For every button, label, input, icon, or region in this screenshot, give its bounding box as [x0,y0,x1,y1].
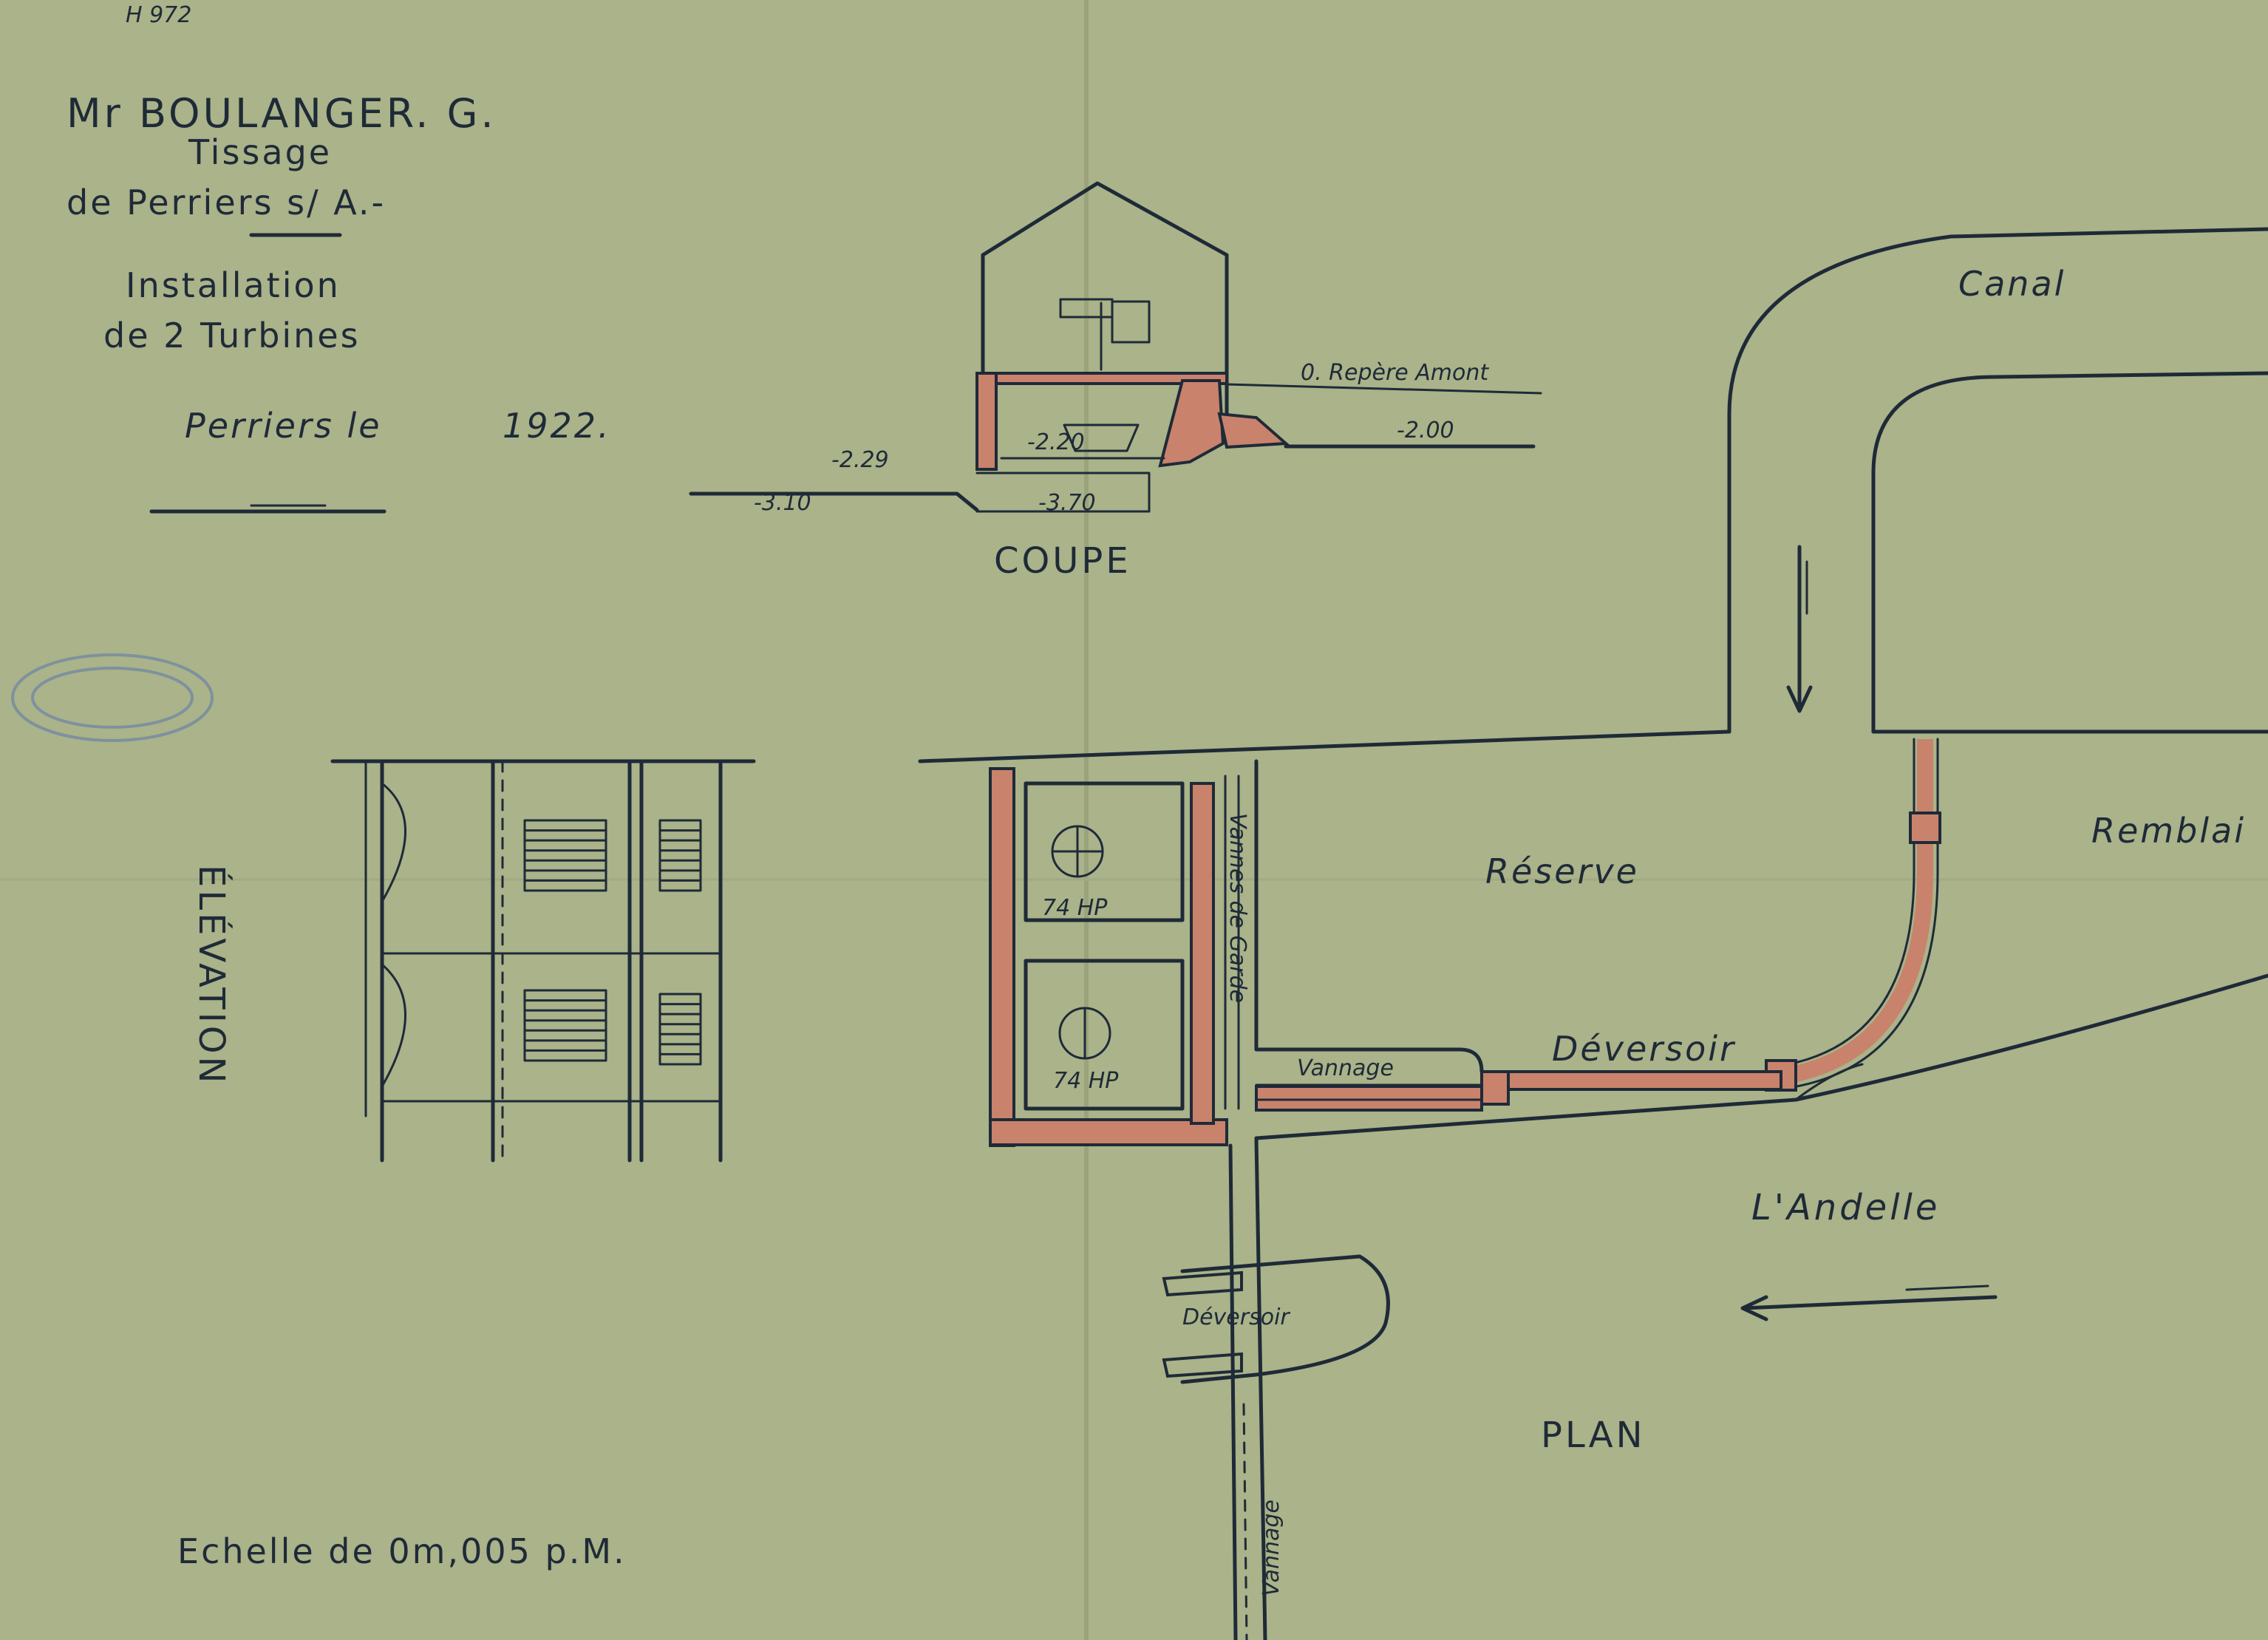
outflow-gate-line [1242,1403,1248,1640]
reference-label: 0. Repère Amont [1301,360,1489,386]
project-turbines: de 2 Turbines [103,316,361,355]
section-upstream-sill [1217,412,1290,449]
river-bank-detail [1794,1063,1864,1101]
level-label-4: -3.70 [1038,490,1096,516]
outflow-left-wall [1228,1143,1238,1640]
turbine-chamber-2 [1024,959,1185,1111]
turbine-2-power: 74 HP [1053,1068,1119,1094]
plan-title: PLAN [1541,1415,1646,1456]
project-installation: Installation [126,265,341,305]
deversoir-end-pier [1480,1070,1510,1106]
place-text: Perriers le [185,406,382,446]
vannage-masonry [1255,1085,1483,1112]
reserve-label: Réserve [1485,851,1639,891]
archive-stamp [11,653,214,742]
louver-frame [523,819,607,892]
elevation-title: ÉLÉVATION [191,865,233,1086]
louver-frame [523,989,607,1062]
deversoir-masonry [1506,1070,1782,1091]
scale-note: Echelle de 0m,005 p.M. [177,1531,627,1571]
level-label-1: -2.20 [1027,429,1085,455]
title-tissage: Tissage [188,132,332,172]
lower-deversoir-label: Déversoir [1182,1304,1290,1330]
level-label-3: -3.10 [754,490,811,516]
section-roof [981,181,1229,257]
year-text: 1922. [503,406,611,446]
downstream-bed-line [689,491,979,512]
stamp-inner-ellipse [31,667,194,729]
spillway-curve-inner [1787,738,1915,1066]
louver-frame [658,993,702,1066]
archive-mark: H 972 [126,2,191,28]
deversoir-upper-label: Déversoir [1552,1029,1736,1069]
vannes-de-garde-label: Vannes de Garde [1225,813,1250,1003]
vannage-upper-label: Vannage [1297,1055,1394,1081]
turbine-house-bottom-wall [989,1118,1228,1146]
river-label: L'Andelle [1751,1187,1940,1228]
canal-left-bank [1727,227,2268,734]
lower-deversoir-hatch-bottom [1162,1352,1243,1378]
level-label-5: -2.00 [1397,418,1454,443]
upstream-water-level [1225,383,1542,395]
coupe-title: COUPE [994,540,1131,582]
river-flow-tick [1905,1285,1989,1291]
turbine-house-left-wall [989,767,1015,1147]
section-right-pier [1158,379,1225,468]
lower-deversoir-outline [1180,1254,1390,1384]
vannage-lower-label: Vannage [1259,1500,1284,1596]
river-flow-arrowhead [1740,1295,1768,1321]
lower-deversoir-hatch-top [1162,1270,1243,1297]
section-coupe: -2.20 -2.29 -3.10 -3.70 -2.00 0. Repère … [689,181,1542,582]
canal-flow-arrowhead [1786,685,1813,713]
title-block: H 972 Mr BOULANGER. G. Tissage de Perrie… [67,2,611,514]
turbine-gearbox [1111,300,1151,344]
remblai-label: Remblai [2091,811,2246,851]
elevation-louvers [523,819,702,1066]
section-left-pier [975,372,998,471]
elevation-arch-2 [381,963,406,1088]
elevation-arch-1 [381,782,406,903]
turbine-1-power: 74 HP [1042,895,1108,921]
outflow-right-wall [1254,1136,1267,1640]
turbine-house-right-wall [1190,782,1215,1125]
turbine-chamber-1 [1024,781,1185,922]
turbine-draft-tube [1063,423,1140,452]
reservoir-top-edge [918,729,1731,763]
vannage-approach [1254,1047,1484,1074]
level-label-2: -2.29 [831,447,889,473]
river-flow-arrow [1742,1295,1998,1310]
stamp-outer-ellipse [11,653,214,742]
louver-frame [658,819,702,892]
river-bank-line [1254,973,2268,1140]
canal-label: Canal [1958,264,2066,304]
spillway-pier-upper [1909,812,1941,844]
tailrace-channel [975,472,1151,513]
elevation-view: ÉLÉVATION [191,759,756,1163]
owner-name: Mr BOULANGER. G. [67,90,497,137]
canal-right-bank [1871,371,2268,734]
spillway-curve-masonry [1786,739,1933,1083]
plan-view: Canal Réserve Remblai Déversoir Vannage … [918,227,2268,1640]
title-location: de Perriers s/ A.- [67,183,386,222]
